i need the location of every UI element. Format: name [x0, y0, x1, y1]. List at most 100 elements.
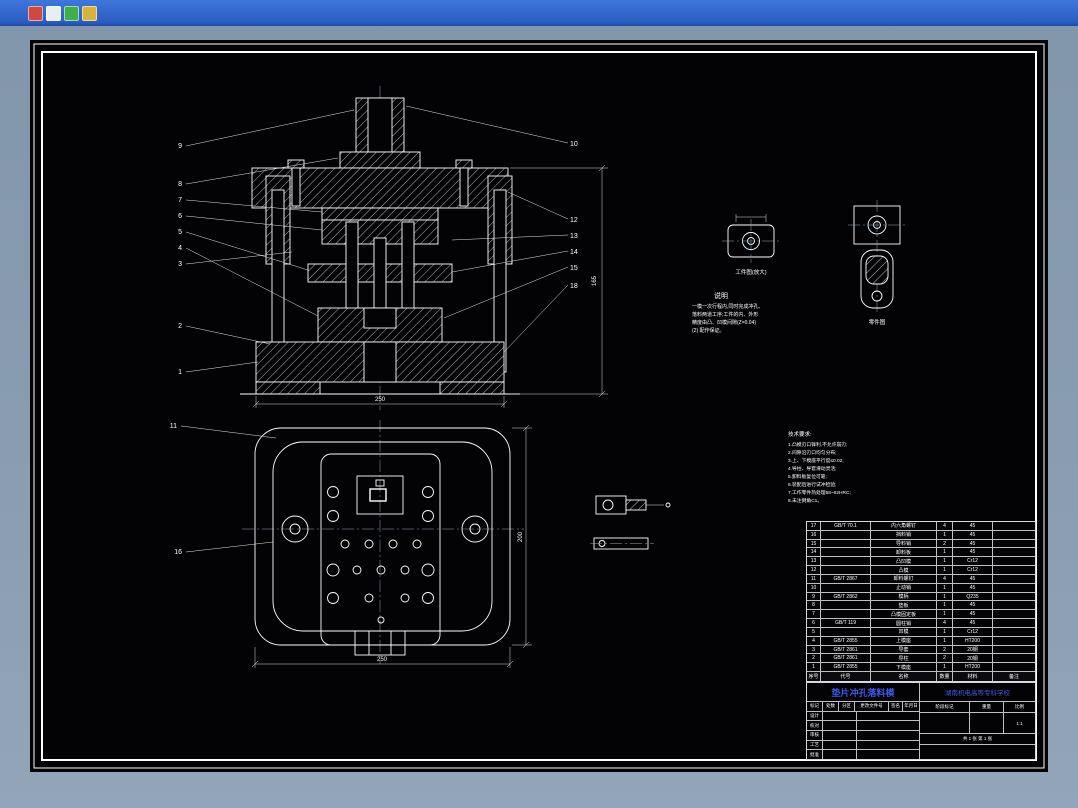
bom-cell-code — [821, 557, 871, 566]
bom-cell-note — [993, 593, 1035, 601]
bom-cell-mat: 20钢 — [953, 654, 993, 663]
dim-plan-width: 250 — [377, 657, 388, 663]
bom-cell-no: 1 — [807, 663, 821, 672]
bom-cell-note — [993, 619, 1035, 627]
bom-cell-note — [993, 637, 1035, 645]
plan-view — [242, 420, 524, 664]
bom-cell-code: GB/T 2861 — [821, 645, 871, 654]
dim-section-width: 250 — [375, 397, 386, 403]
notes-block: 说明 一模一次行程内,同时完成冲孔、 落料两道工序;工件的内、外形 精度由凸、凹… — [692, 291, 763, 334]
app-icon-white[interactable] — [46, 6, 61, 21]
bom-cell-note — [993, 548, 1035, 556]
bom-cell-qty: 1 — [937, 530, 953, 539]
callout-left-8: 1 — [178, 369, 182, 376]
bom-cell-name: 凸凹模 — [871, 557, 937, 566]
bom-cell-code — [821, 530, 871, 539]
bom-cell-qty: 2 — [937, 539, 953, 548]
bom-cell-name: 垫板 — [871, 601, 937, 610]
drawing-title: 垫片冲孔落料模 — [807, 683, 920, 701]
field-count: 处数 — [823, 702, 839, 711]
bom-cell-name: 止动销 — [871, 583, 937, 592]
table-row: 6 GB/T 119 圆柱销 4 45 — [807, 619, 1035, 628]
stage-value — [920, 713, 970, 733]
bom-cell-note — [993, 654, 1035, 662]
bom-cell-qty: 1 — [937, 636, 953, 645]
bom-cell-mat: 45 — [953, 619, 993, 627]
table-row: 7 凸模固定板 1 45 — [807, 610, 1035, 620]
bom-cell-name: 导柱 — [871, 654, 937, 663]
bom-cell-mat: 45 — [953, 522, 993, 530]
bom-cell-name: 凹模 — [871, 627, 937, 636]
bom-cell-name: 卸料螺钉 — [871, 574, 937, 583]
table-row: 1 GB/T 2855 下模座 1 HT200 — [807, 663, 1035, 673]
bom-cell-name: 内六角螺钉 — [871, 522, 937, 530]
bom-cell-note — [993, 628, 1035, 636]
notes-line: (2) 配作保证。 — [692, 327, 725, 334]
bom-cell-name: 上模座 — [871, 636, 937, 645]
table-row: 14 卸料板 1 45 — [807, 548, 1035, 558]
callout-left-5: 4 — [178, 245, 182, 252]
tech-line: 2.间隙沿刃口均匀分布; — [788, 449, 837, 456]
bom-cell-no: 4 — [807, 636, 821, 645]
tech-requirements: 技术要求: 1.凸模刃口锋利,不允许崩刃; 2.间隙沿刃口均匀分布; 3.上、下… — [788, 430, 851, 504]
bom-cell-mat: Cr12 — [953, 557, 993, 566]
cell-blank — [857, 741, 919, 750]
callout-right-4: 15 — [570, 265, 578, 272]
part-a-label: 工件图(放大) — [735, 268, 766, 276]
callout-right-0: 10 — [570, 141, 578, 148]
school-name: 湖南机电高等专科学校 — [945, 690, 1010, 697]
drawing-frame — [33, 43, 1045, 769]
app-icon-green[interactable] — [64, 6, 79, 21]
bom-cell-no: 17 — [807, 522, 821, 530]
bom-cell-name: 模柄 — [871, 592, 937, 601]
bom-cell-qty: 1 — [937, 557, 953, 566]
bom-cell-no: 6 — [807, 619, 821, 627]
tech-line: 3.上、下模座平行度≤0.02; — [788, 457, 844, 464]
tech-title: 技术要求: — [788, 430, 812, 438]
row-process: 工艺 — [807, 740, 823, 750]
app-icon-red[interactable] — [28, 6, 43, 21]
callout-left-4: 5 — [178, 229, 182, 236]
bom-cell-mat: Cr12 — [953, 566, 993, 574]
drawing-canvas: 9 8 7 6 5 4 3 2 1 10 12 — [30, 40, 1048, 772]
bom-cell-note — [993, 663, 1035, 671]
bom-cell-code: GB/T 2855 — [821, 663, 871, 672]
bom-cell-mat: 45 — [953, 574, 993, 583]
dim-plan-height: 200 — [518, 531, 524, 542]
part-view-a — [722, 214, 780, 263]
taskbar — [0, 0, 1078, 26]
callout-left-2: 7 — [178, 197, 182, 204]
notes-title: 说明 — [714, 291, 728, 300]
bom-cell-qty: 1 — [937, 548, 953, 557]
bom-header-row: 序号 代号 名称 数量 材料 备注 — [807, 672, 1035, 681]
bom-cell-mat: 45 — [953, 530, 993, 539]
bom-table: 17 GB/T 70.1 内六角螺钉 4 45 16 挡料销 1 45 — [806, 521, 1036, 682]
table-row: 10 止动销 1 45 — [807, 583, 1035, 593]
bom-cell-no: 14 — [807, 548, 821, 557]
bom-cell-code: GB/T 2855 — [821, 636, 871, 645]
cell-blank — [857, 750, 919, 759]
row-design: 设计 — [807, 711, 823, 721]
cell-blank — [857, 721, 919, 730]
bom-cell-qty: 1 — [937, 663, 953, 672]
app-icon-yellow[interactable] — [82, 6, 97, 21]
table-row: 13 凸凹模 1 Cr12 — [807, 557, 1035, 567]
callout-left-3: 6 — [178, 213, 182, 220]
table-row: 5 凹模 1 Cr12 — [807, 627, 1035, 637]
bom-cell-mat: 45 — [953, 548, 993, 557]
bom-cell-name: 圆柱销 — [871, 619, 937, 627]
bom-cell-mat: Q235 — [953, 592, 993, 601]
table-row: 8 垫板 1 45 — [807, 601, 1035, 611]
table-row: 15 导料销 2 45 — [807, 539, 1035, 549]
cell-blank — [857, 712, 919, 721]
bom-cell-name: 凸模固定板 — [871, 610, 937, 619]
weight-label: 重量 — [970, 702, 1004, 712]
bom-header-mat: 材料 — [953, 672, 993, 681]
bom-cell-qty: 1 — [937, 592, 953, 601]
field-sign: 签名 — [889, 702, 903, 711]
bom-cell-qty: 2 — [937, 645, 953, 654]
field-mark: 标记 — [807, 702, 823, 711]
bom-cell-mat: HT200 — [953, 636, 993, 645]
bom-cell-no: 16 — [807, 530, 821, 539]
bom-cell-code — [821, 539, 871, 548]
